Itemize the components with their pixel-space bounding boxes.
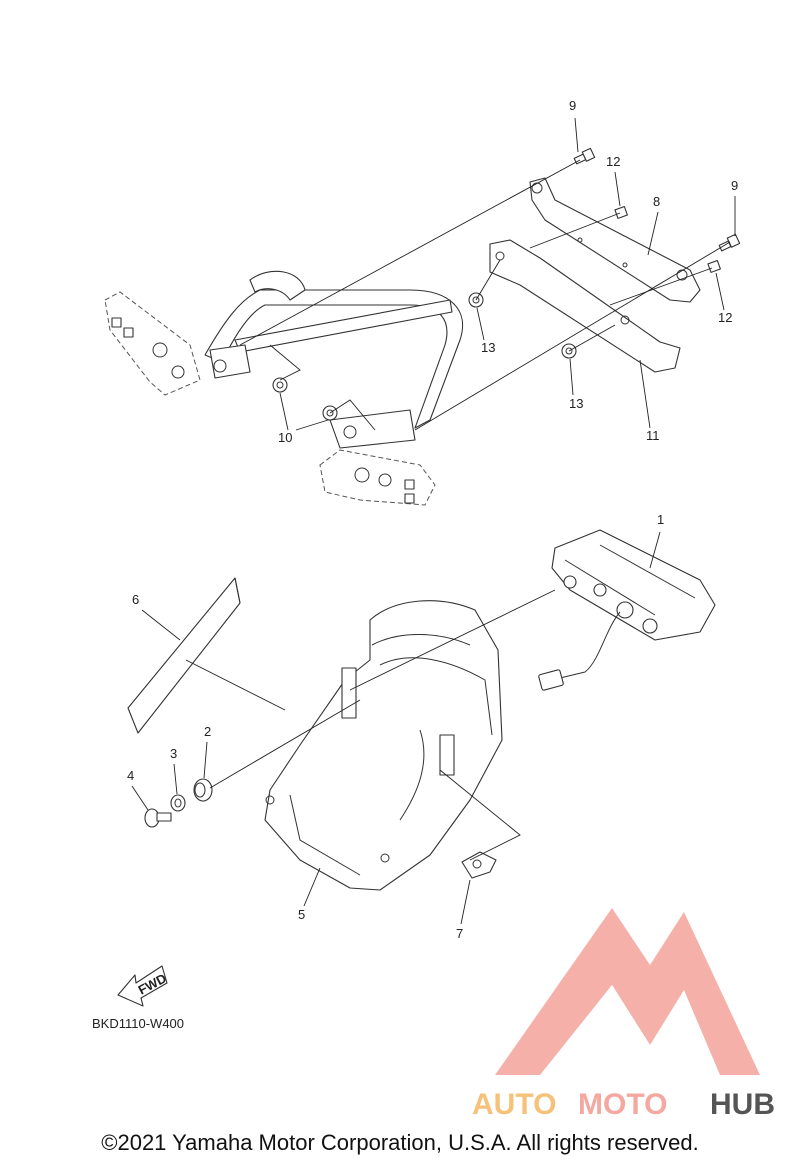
callout-6: 6 (132, 592, 139, 607)
copyright-text: ©2021 Yamaha Motor Corporation, U.S.A. A… (101, 1130, 699, 1155)
clamp (461, 851, 497, 879)
bracket-upper (529, 177, 701, 303)
grommet-2 (193, 778, 213, 802)
callout-9b: 9 (731, 178, 738, 193)
nut-10a (272, 377, 288, 393)
rear-fender (264, 600, 503, 891)
callout-1: 1 (657, 512, 664, 527)
bolt-4 (144, 808, 172, 828)
callout-8: 8 (653, 194, 660, 209)
mud-flap-sheet (127, 577, 241, 734)
grab-bar-frame (104, 270, 464, 506)
logo-auto: AUTO (472, 1088, 556, 1121)
automotohub-logo: AUTO MOTO HUB (472, 908, 775, 1121)
callout-7: 7 (456, 926, 463, 941)
callout-2: 2 (204, 724, 211, 739)
diagram-code: BKD1110-W400 (92, 1016, 184, 1031)
callout-5: 5 (298, 907, 305, 922)
fwd-label: FWD (136, 970, 169, 997)
fastener-set (144, 778, 213, 828)
assembly-lines (239, 159, 731, 431)
screw-12b (707, 259, 721, 273)
callout-10: 10 (278, 430, 292, 445)
logo-moto: MOTO (578, 1088, 667, 1121)
callout-12a: 12 (606, 154, 620, 169)
logo-hub: HUB (710, 1088, 775, 1121)
callout-9a: 9 (569, 98, 576, 113)
fwd-arrow-icon: FWD (117, 965, 169, 1007)
callout-11: 11 (646, 428, 660, 443)
callout-3: 3 (170, 746, 177, 761)
callouts: 9 12 8 9 12 13 13 10 11 1 6 2 3 4 5 7 (127, 98, 738, 941)
assembly-lines-lower (185, 589, 556, 861)
callout-4: 4 (127, 768, 134, 783)
callout-12b: 12 (718, 310, 732, 325)
callout-13b: 13 (569, 396, 583, 411)
screw-12a (614, 205, 628, 219)
collar-3 (170, 794, 186, 812)
tail-light (538, 529, 716, 691)
callout-13a: 13 (481, 340, 495, 355)
